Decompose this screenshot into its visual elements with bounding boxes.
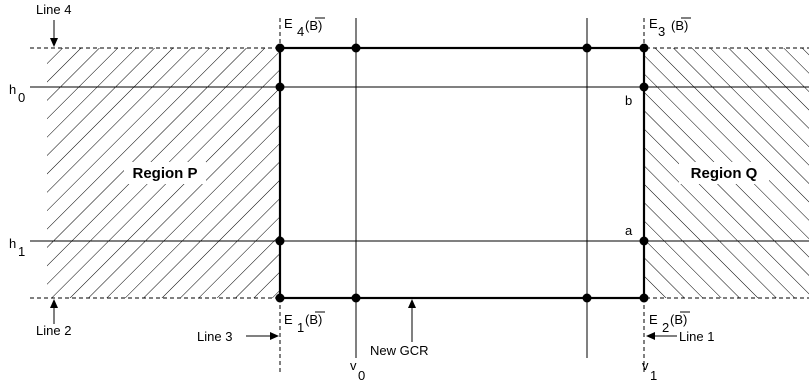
dot-a	[639, 236, 649, 246]
v0-subscript: 0	[358, 368, 365, 383]
svg-text:3: 3	[658, 24, 665, 39]
line2-label: Line 2	[36, 323, 71, 338]
e1-label: E 1 (B)	[284, 311, 325, 335]
svg-text:(B): (B)	[305, 312, 322, 327]
new-gcr-arrow	[408, 299, 416, 342]
v1-subscript: 1	[650, 368, 657, 383]
h0-subscript: 0	[18, 90, 25, 105]
line3-arrow	[246, 332, 279, 340]
region-q-label: Region Q	[691, 165, 758, 182]
dot-e1	[275, 293, 285, 303]
e3-label: E 3 (B)	[649, 16, 691, 39]
e2-label: E 2 (B)	[649, 311, 690, 335]
svg-text:E: E	[649, 16, 658, 31]
dot-left-h0	[275, 82, 285, 92]
line4-label: Line 4	[36, 2, 71, 17]
line1-arrow	[646, 332, 677, 340]
dot-bottom-inner	[582, 293, 592, 303]
h1-label: h	[9, 236, 16, 251]
e4-label: E 4 (B)	[284, 16, 325, 39]
line2-arrow	[50, 299, 58, 324]
v0-label: v	[350, 358, 357, 373]
svg-text:(B): (B)	[305, 18, 322, 33]
svg-text:4: 4	[297, 24, 304, 39]
region-p-label-bg	[124, 162, 206, 184]
svg-text:1: 1	[297, 320, 304, 335]
new-gcr-label: New GCR	[370, 343, 429, 358]
dot-e4	[275, 43, 285, 53]
dot-e3	[639, 43, 649, 53]
svg-text:E: E	[284, 312, 293, 327]
dot-top-inner	[582, 43, 592, 53]
point-a-label: a	[625, 223, 633, 238]
svg-text:2: 2	[662, 320, 669, 335]
h0-label: h	[9, 82, 16, 97]
svg-text:E: E	[284, 16, 293, 31]
h1-subscript: 1	[18, 244, 25, 259]
v1-label: v	[642, 358, 649, 373]
region-p-label: Region P	[132, 165, 197, 182]
line3-label: Line 3	[197, 329, 232, 344]
new-gcr-rectangle	[278, 46, 646, 300]
dot-bottom-v0	[351, 293, 361, 303]
svg-text:E: E	[649, 312, 658, 327]
line1-label: Line 1	[679, 329, 714, 344]
dot-b	[639, 82, 649, 92]
region-q-label-bg	[679, 162, 769, 184]
dot-left-h1	[275, 236, 285, 246]
svg-text:(B): (B)	[670, 312, 687, 327]
dot-top-v0	[351, 43, 361, 53]
point-b-label: b	[625, 93, 632, 108]
dot-e2	[639, 293, 649, 303]
line4-arrow	[50, 20, 58, 47]
svg-text:(B): (B)	[671, 18, 688, 33]
